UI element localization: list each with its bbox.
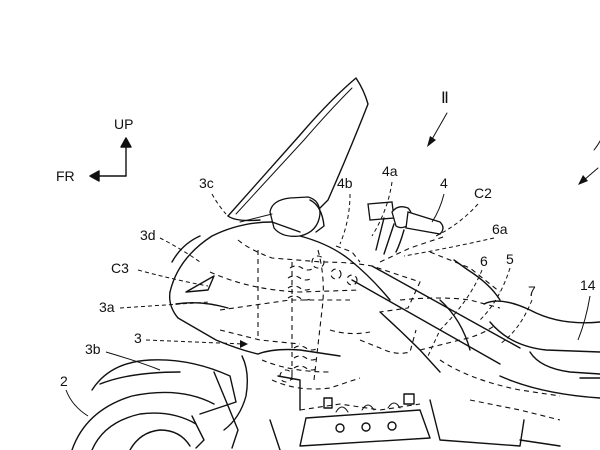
label-3a: 3a bbox=[99, 299, 115, 315]
mirror bbox=[239, 196, 325, 237]
engine bbox=[269, 375, 561, 450]
seat bbox=[483, 300, 600, 324]
label-6a: 6a bbox=[492, 221, 508, 237]
handlebar bbox=[367, 201, 444, 255]
view-arrow-icon bbox=[430, 112, 448, 142]
label-4: 4 bbox=[440, 175, 448, 191]
frame-and-tank bbox=[351, 259, 600, 399]
label-4b: 4b bbox=[337, 175, 353, 191]
label-3: 3 bbox=[134, 330, 142, 346]
label-C2: C2 bbox=[474, 185, 492, 201]
reference-labels: 3c 3d C3 3a 3 3b 2 4b 4a 4 C2 6a 6 5 7 1… bbox=[60, 163, 596, 417]
view-arrow-right-icon bbox=[583, 167, 599, 181]
label-3d: 3d bbox=[140, 227, 156, 243]
front-wheel bbox=[71, 359, 239, 450]
label-14: 14 bbox=[580, 277, 596, 293]
label-4a: 4a bbox=[382, 163, 398, 179]
windscreen bbox=[227, 77, 369, 222]
front-cowl bbox=[168, 221, 391, 431]
label-C3: C3 bbox=[111, 260, 129, 276]
label-3c: 3c bbox=[199, 175, 214, 191]
label-5: 5 bbox=[506, 251, 514, 267]
front-fender bbox=[91, 359, 237, 415]
label-7: 7 bbox=[528, 283, 536, 299]
up-label: UP bbox=[114, 116, 133, 132]
label-3b: 3b bbox=[85, 341, 101, 357]
view-marker: Ⅱ bbox=[427, 90, 600, 185]
orientation-indicator: UP FR bbox=[56, 116, 133, 184]
spring-coils bbox=[279, 255, 358, 383]
view-marker-label: Ⅱ bbox=[441, 90, 449, 107]
front-label: FR bbox=[56, 168, 75, 184]
label-6: 6 bbox=[480, 253, 488, 269]
label-2: 2 bbox=[60, 373, 68, 389]
